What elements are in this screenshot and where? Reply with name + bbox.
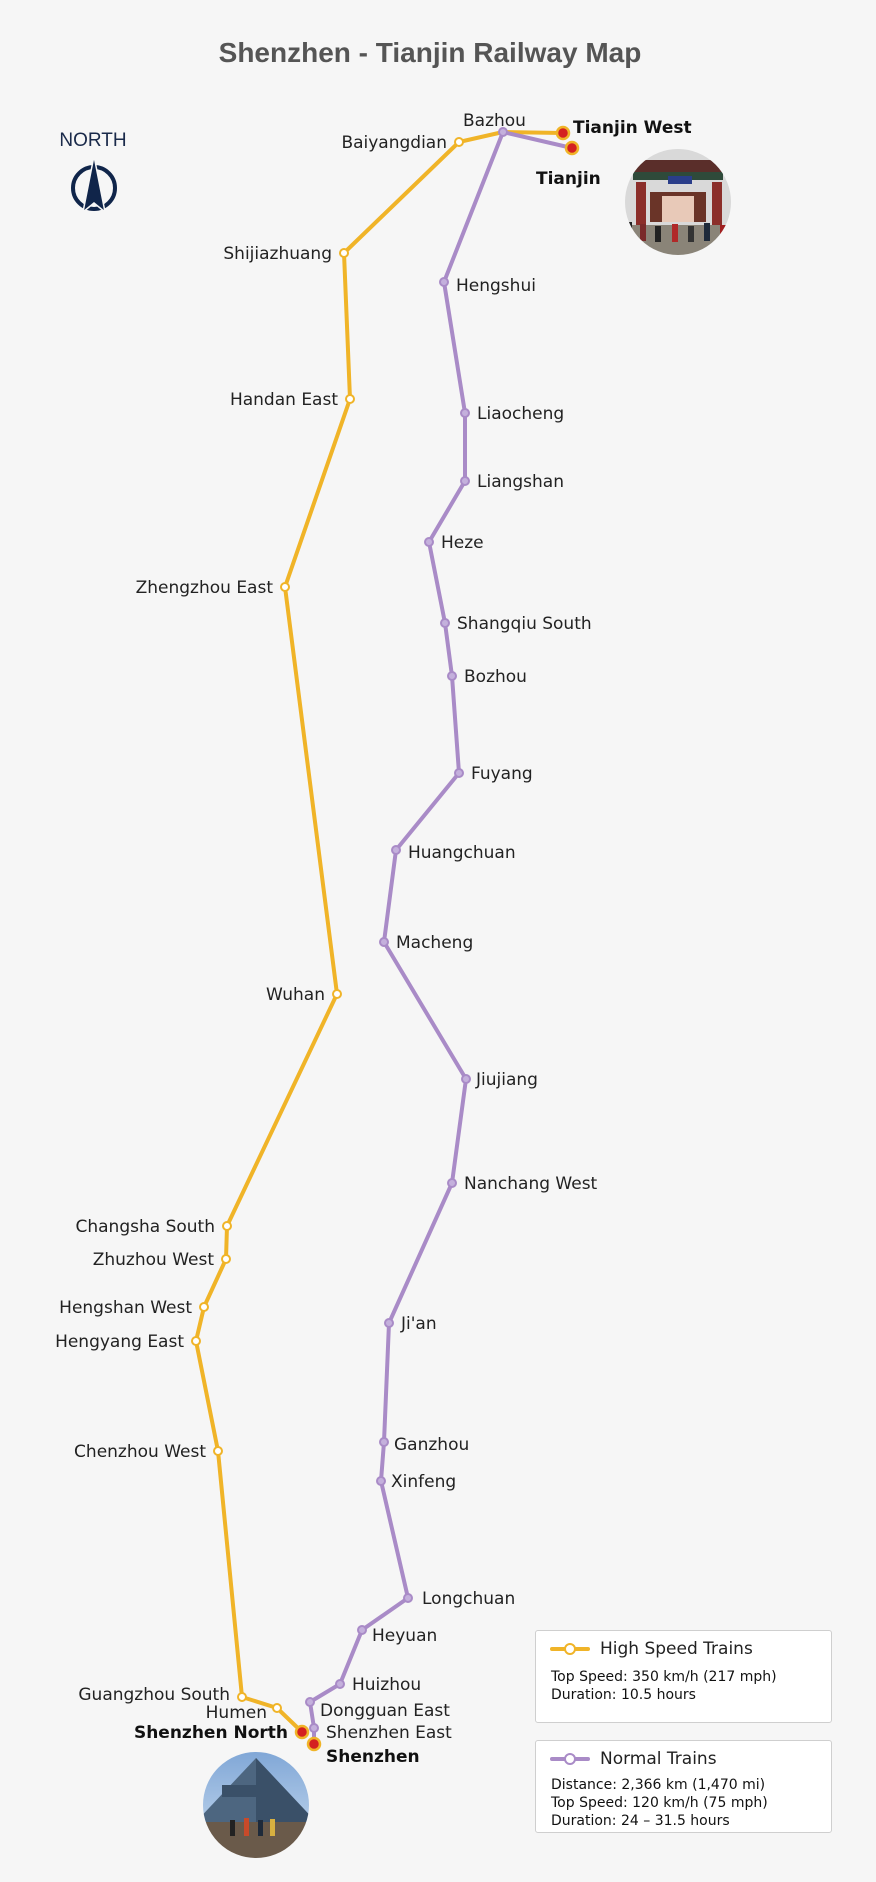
station-label-huizhou: Huizhou — [352, 1675, 421, 1695]
station-label-handan-east: Handan East — [230, 390, 338, 410]
map-title: Shenzhen - Tianjin Railway Map — [219, 37, 642, 68]
station-label-shenzhen-east: Shenzhen East — [326, 1723, 452, 1743]
station-label-macheng: Macheng — [396, 933, 473, 953]
station-label-hengyang-east: Hengyang East — [55, 1332, 184, 1352]
station-marker-huangchuan — [391, 845, 401, 855]
station-label-huangchuan: Huangchuan — [408, 843, 516, 863]
station-marker-tianjin — [564, 140, 580, 156]
station-label-dongguan-east: Dongguan East — [320, 1701, 450, 1721]
station-label-jiujiang: Jiujiang — [475, 1070, 538, 1090]
station-marker-xinfeng — [376, 1476, 386, 1486]
station-label-hengshui: Hengshui — [456, 276, 536, 296]
station-marker-zhuzhou-west — [221, 1254, 231, 1264]
station-marker-nanchang-west — [447, 1178, 457, 1188]
station-marker-hengshan-west — [199, 1302, 209, 1312]
station-label-guangzhou-south: Guangzhou South — [78, 1685, 230, 1705]
station-marker-chenzhou-west — [213, 1446, 223, 1456]
station-marker-tianjin-west — [555, 125, 571, 141]
station-marker-hengyang-east — [191, 1336, 201, 1346]
station-marker-shenzhen-east — [309, 1723, 319, 1733]
station-label-heyuan: Heyuan — [372, 1626, 437, 1646]
station-marker-fuyang — [454, 768, 464, 778]
shenzhen-pyramid-photo — [202, 1751, 310, 1859]
station-marker-liangshan — [460, 476, 470, 486]
high-speed-swatch — [550, 1643, 590, 1655]
legend-high-speed-line-1: Top Speed: 350 km/h (217 mph) — [551, 1669, 777, 1685]
station-label-hengshan-west: Hengshan West — [59, 1298, 192, 1318]
station-marker-longchuan — [403, 1593, 413, 1603]
station-marker-changsha-south — [222, 1221, 232, 1231]
station-label-liangshan: Liangshan — [477, 472, 564, 492]
legend-high-speed-line-2: Duration: 10.5 hours — [551, 1687, 696, 1703]
legend-high-speed-label: High Speed Trains — [600, 1639, 753, 1659]
station-label-longchuan: Longchuan — [422, 1589, 515, 1609]
station-marker-shijiazhuang — [339, 248, 349, 258]
station-marker-shenzhen — [306, 1736, 322, 1752]
station-marker-macheng — [379, 937, 389, 947]
station-marker-shangqiu-south — [440, 618, 450, 628]
station-marker-bozhou — [447, 671, 457, 681]
station-marker-jiujiang — [461, 1074, 471, 1084]
station-marker-heyuan — [357, 1625, 367, 1635]
normal-swatch — [550, 1753, 590, 1765]
station-label-chenzhou-west: Chenzhou West — [74, 1442, 206, 1462]
station-label-bozhou: Bozhou — [464, 667, 527, 687]
station-marker-shenzhen-north — [294, 1724, 310, 1740]
station-marker-baiyangdian — [454, 137, 464, 147]
north-label: NORTH — [59, 130, 126, 151]
station-label-humen: Humen — [206, 1703, 267, 1723]
station-label-ganzhou: Ganzhou — [394, 1435, 469, 1455]
station-label-tianjin-west: Tianjin West — [573, 118, 692, 138]
station-marker-wuhan — [332, 989, 342, 999]
station-label-shenzhen-north: Shenzhen North — [134, 1723, 288, 1743]
station-marker-heze — [424, 537, 434, 547]
station-label-xinfeng: Xinfeng — [391, 1472, 456, 1492]
station-marker-zhengzhou-east — [280, 582, 290, 592]
station-marker-humen — [272, 1703, 282, 1713]
station-label-shenzhen: Shenzhen — [326, 1747, 420, 1767]
legend-normal-label: Normal Trains — [600, 1749, 717, 1769]
high-speed-route-line — [194, 130, 565, 1734]
station-label-zhengzhou-east: Zhengzhou East — [136, 578, 274, 598]
compass: NORTH — [59, 130, 127, 214]
station-marker-bazhou — [498, 127, 508, 137]
station-label-wuhan: Wuhan — [266, 985, 325, 1005]
station-label-tianjin: Tianjin — [536, 169, 601, 189]
station-label-shijiazhuang: Shijiazhuang — [223, 244, 332, 264]
legend-normal-line-3: Duration: 24 – 31.5 hours — [551, 1813, 730, 1829]
station-label-shangqiu-south: Shangqiu South — [457, 614, 592, 634]
station-marker-ji-an — [384, 1318, 394, 1328]
station-marker-huizhou — [335, 1679, 345, 1689]
station-label-fuyang: Fuyang — [471, 764, 533, 784]
normal-route-line — [308, 130, 574, 1746]
station-marker-ganzhou — [379, 1437, 389, 1447]
station-marker-hengshui — [439, 277, 449, 287]
station-label-baiyangdian: Baiyangdian — [341, 133, 447, 153]
tianjin-gate-photo — [624, 148, 732, 256]
legend-normal-line-2: Top Speed: 120 km/h (75 mph) — [551, 1795, 768, 1811]
station-label-nanchang-west: Nanchang West — [464, 1174, 598, 1194]
station-marker-guangzhou-south — [237, 1692, 247, 1702]
station-label-heze: Heze — [441, 533, 484, 553]
station-label-bazhou: Bazhou — [463, 111, 526, 131]
station-label-liaocheng: Liaocheng — [477, 404, 564, 424]
station-marker-liaocheng — [460, 408, 470, 418]
legend-normal-line-1: Distance: 2,366 km (1,470 mi) — [551, 1777, 766, 1793]
station-marker-handan-east — [345, 394, 355, 404]
station-label-ji-an: Ji'an — [400, 1314, 437, 1334]
north-arrow-icon — [71, 155, 117, 214]
station-marker-dongguan-east — [305, 1697, 315, 1707]
station-label-changsha-south: Changsha South — [76, 1217, 216, 1237]
legend-high-speed: High Speed Trains Top Speed: 350 km/h (2… — [535, 1630, 832, 1723]
legend-normal: Normal Trains Distance: 2,366 km (1,470 … — [535, 1740, 832, 1833]
station-label-zhuzhou-west: Zhuzhou West — [93, 1250, 215, 1270]
